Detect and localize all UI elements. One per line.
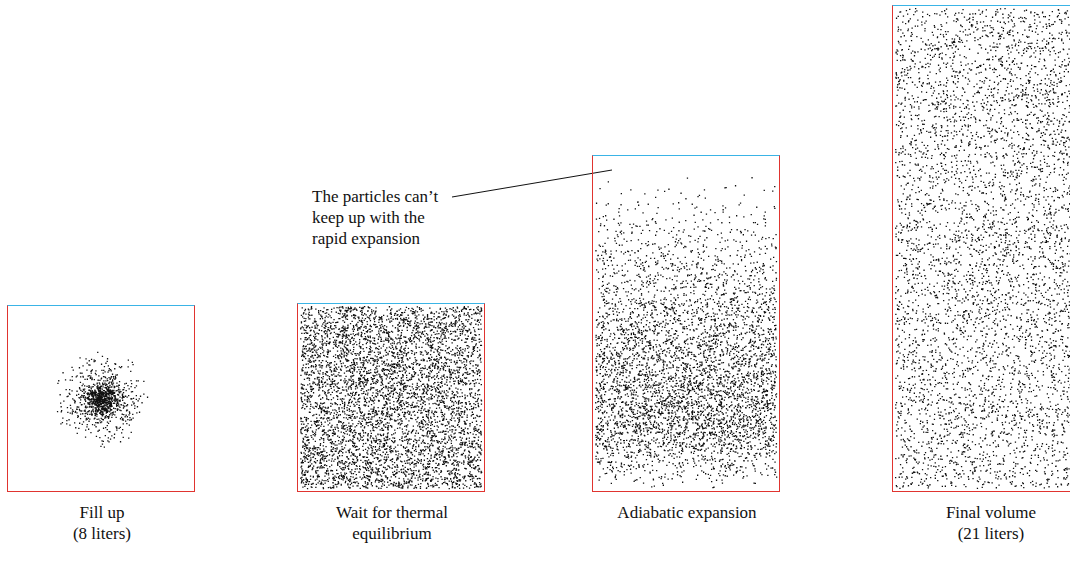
leader-line [452,170,612,197]
stage-caption: Fill up (8 liters) [71,502,133,544]
stage-caption: Wait for thermal equilibrium [329,502,455,544]
gas-container: Wait for thermal equilibrium [297,303,485,492]
callout-note: The particles can’t keep up with the rap… [312,186,454,249]
stage-caption: Adiabatic expansion [587,502,787,523]
particle-cloud [57,352,148,448]
particle-cloud [595,177,777,488]
stage-caption: Final volume (21 liters) [940,502,1042,544]
gas-container: Final volume (21 liters) [892,5,1070,492]
particles [57,8,1070,489]
particle-cloud [300,306,482,489]
gas-container: Adiabatic expansion [592,155,780,492]
gas-container: Fill up (8 liters) [7,305,195,492]
particle-cloud [895,8,1070,489]
